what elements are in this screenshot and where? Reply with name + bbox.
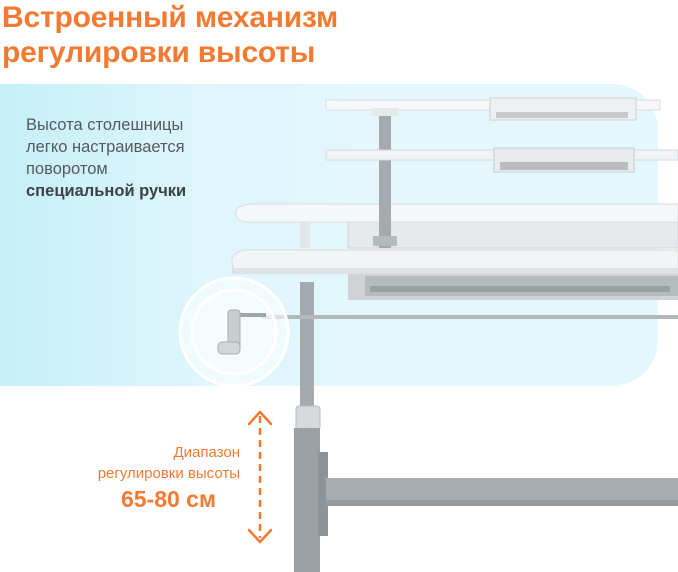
description-line-2: легко настраивается <box>26 138 185 156</box>
middle-shelf <box>235 203 678 249</box>
range-caption-line-1: Диапазон <box>173 444 240 461</box>
shelf-bracket <box>300 222 310 248</box>
top-board-clip-bar <box>496 112 628 118</box>
leg-upper <box>300 282 314 412</box>
top-post-cap <box>372 108 398 116</box>
headline-line-2: регулировки высоты <box>2 36 316 69</box>
headline-line-1: Встроенный механизм <box>2 1 338 34</box>
drawer-handle <box>370 286 670 292</box>
shelf-post-foot <box>373 236 397 246</box>
desk-frame <box>262 282 678 572</box>
crank-shaft <box>236 313 266 317</box>
feature-description: Высота столешницы легко настраивается по… <box>26 114 256 202</box>
mechanism-rod <box>262 315 678 319</box>
desktop-edge <box>232 268 678 274</box>
arrow-head-down <box>247 528 273 544</box>
crossbar-shade <box>326 500 678 506</box>
range-caption-line-2: регулировки высоты <box>97 465 240 482</box>
arrow-head-up <box>247 410 273 426</box>
desktop-surface <box>231 249 678 273</box>
height-range-caption: Диапазон регулировки высоты <box>40 442 240 484</box>
leg-bracket <box>318 452 328 536</box>
description-emphasis: специальной ручки <box>26 182 187 200</box>
leg-clamp <box>295 405 321 431</box>
description-line-1: Высота столешницы <box>26 116 184 134</box>
upper-board-clip-bar <box>500 162 628 170</box>
description-line-3: поворотом <box>26 160 108 178</box>
desk-top <box>231 249 678 300</box>
headline: Встроенный механизм регулировки высоты <box>2 0 338 70</box>
crank-grip <box>217 341 241 355</box>
shelf-post-left <box>379 112 391 248</box>
leg-lower <box>294 428 320 572</box>
height-range-value: 65-80 см <box>120 486 216 512</box>
top-shelf <box>325 97 678 248</box>
height-range-arrow <box>247 410 273 544</box>
crank-handle <box>178 276 290 388</box>
shelf-surface <box>235 203 678 223</box>
